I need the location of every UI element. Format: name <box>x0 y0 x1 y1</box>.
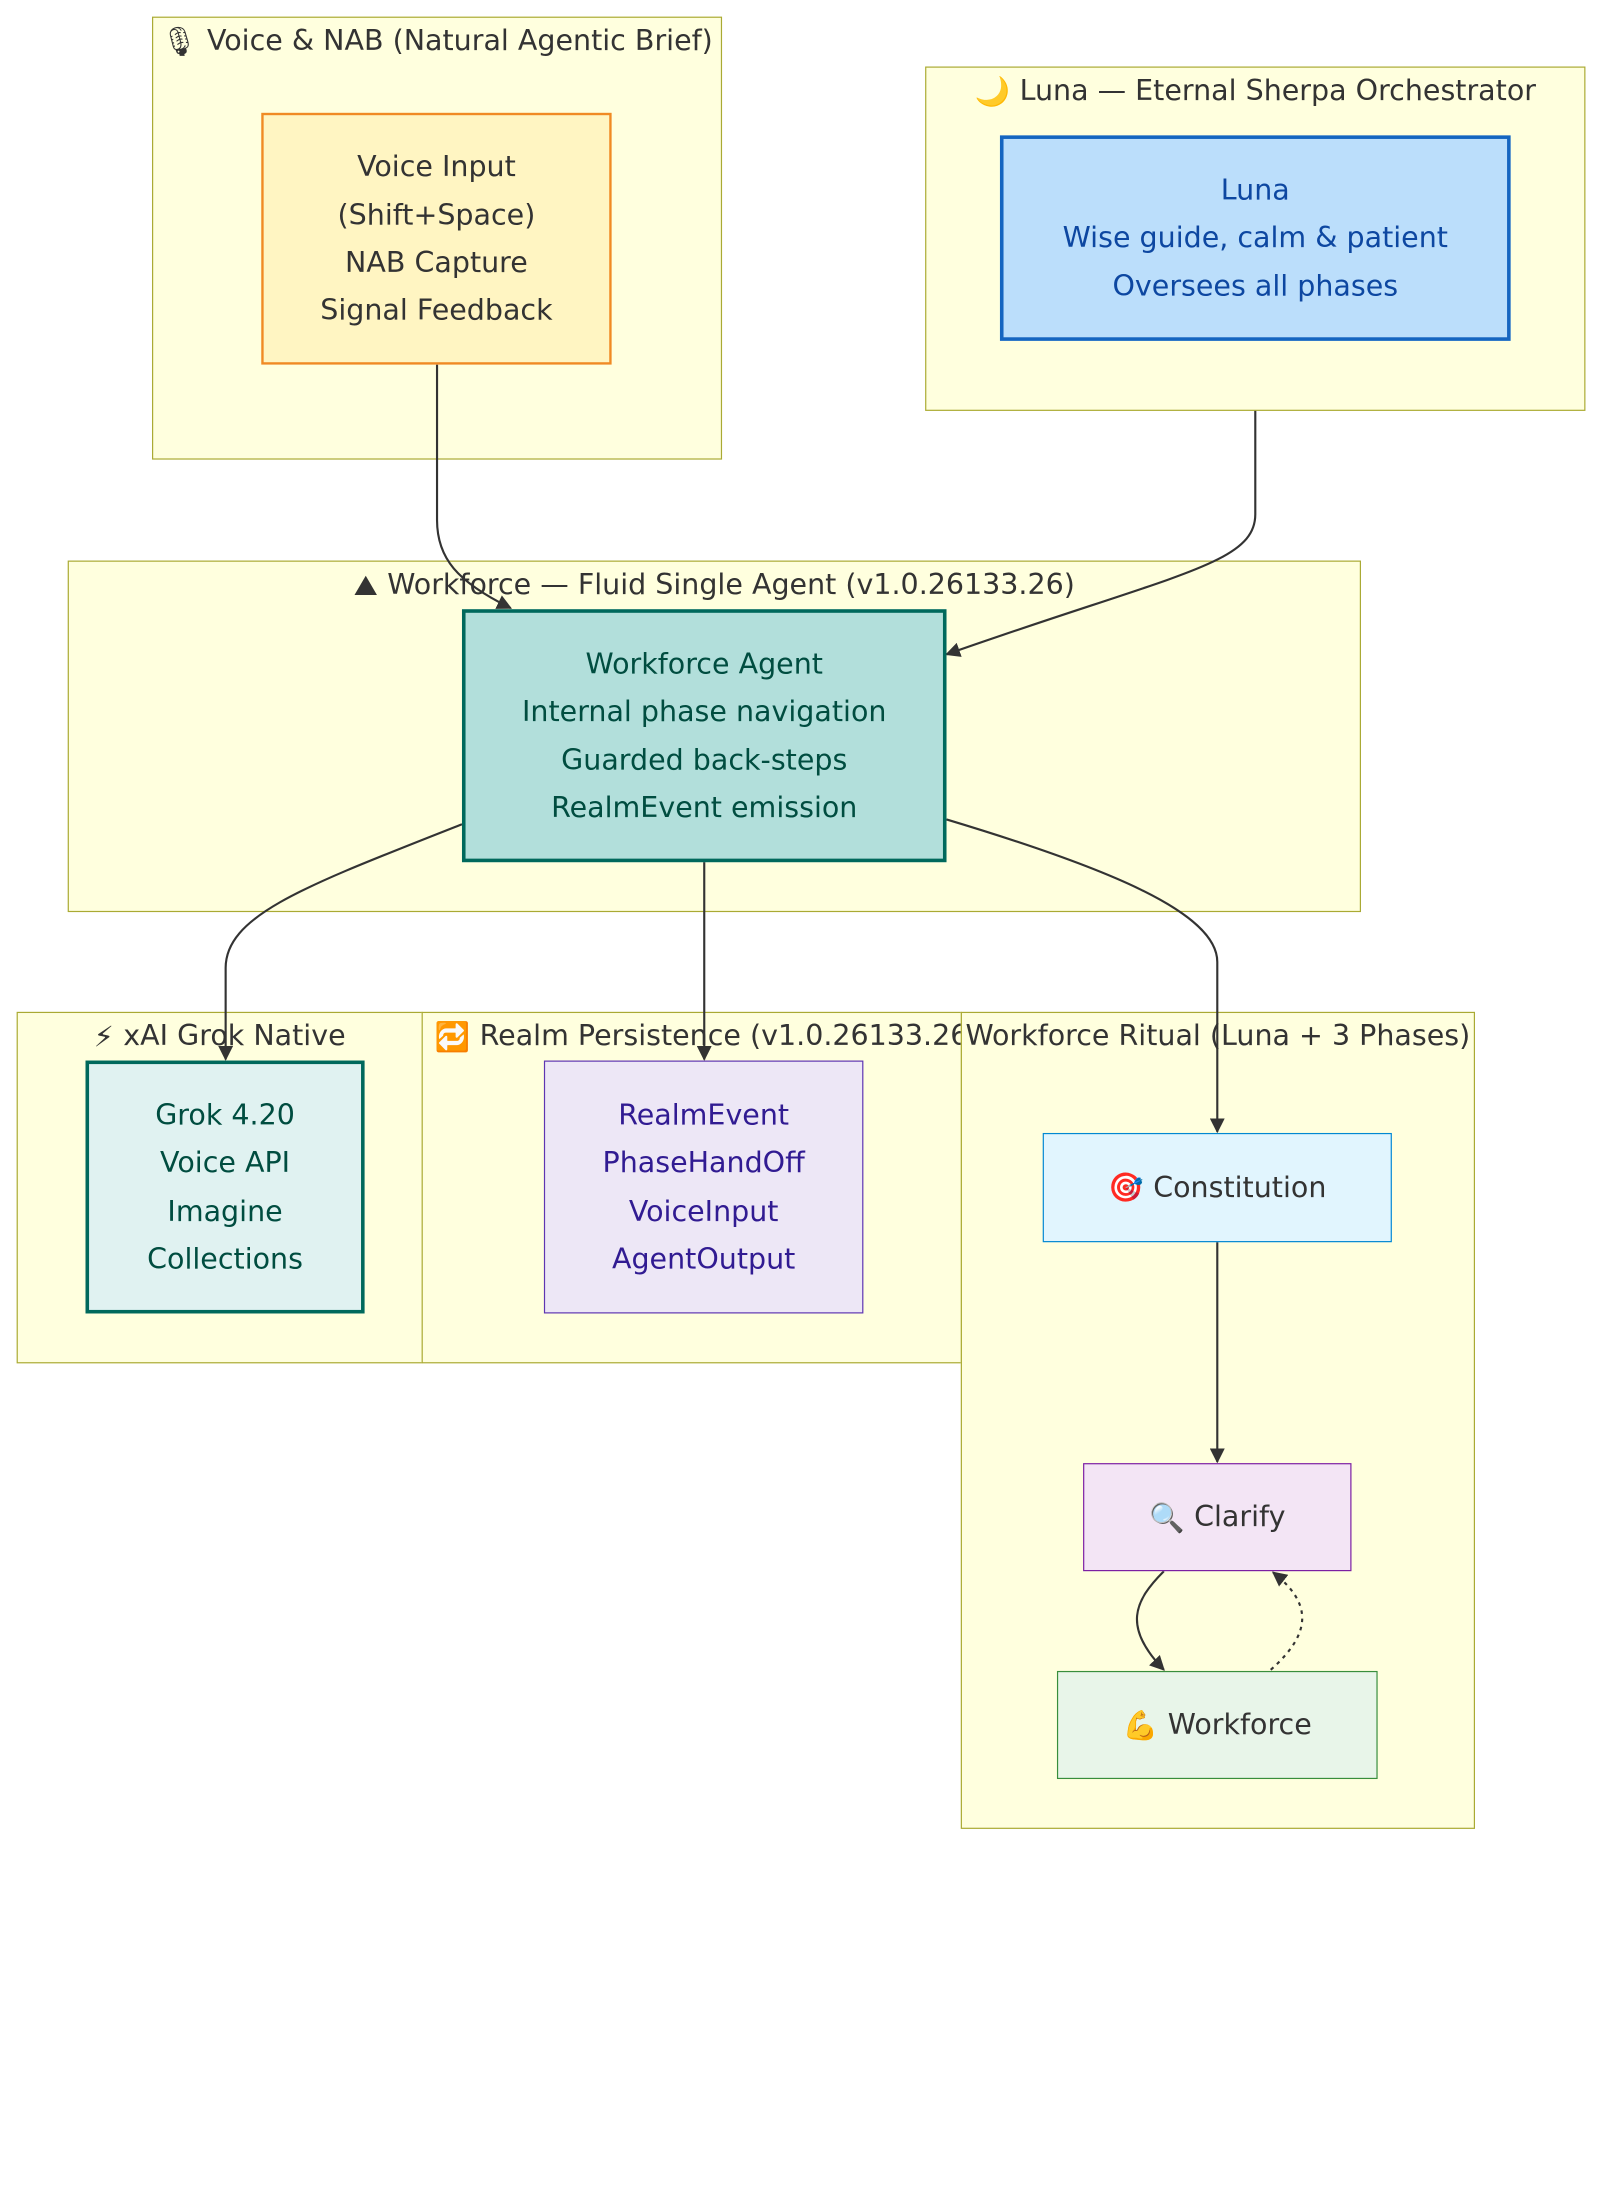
edge-clarify-to-workforce <box>1136 1570 1165 1671</box>
constitution-label: Constitution <box>1153 1170 1327 1204</box>
cluster-voice-nab-label: Voice & NAB (Natural Agentic Brief) <box>206 23 713 58</box>
edge-agent-to-grok <box>218 823 463 1061</box>
cluster-workforce-agent-title: ⛰ Workforce — Fluid Single Agent (v1.0.26… <box>69 566 1360 602</box>
cluster-xai-grok-title: ⚡ xAI Grok Native <box>18 1018 422 1054</box>
imagine-line: Imagine <box>167 1194 283 1228</box>
collections-line: Collections <box>147 1242 303 1276</box>
mountain-icon: ⛰ <box>353 568 378 603</box>
cluster-luna-title: 🌙Luna — Eternal Sherpa Orchestrator <box>926 72 1584 108</box>
crescent-moon-icon: 🌙 <box>974 74 1011 109</box>
voice-input-shortcut-line: (Shift+Space) <box>337 197 536 232</box>
node-realm: RealmEvent PhaseHandOff VoiceInput Agent… <box>543 1060 864 1314</box>
magnifier-icon: 🔍 <box>1149 1500 1185 1534</box>
phasehandoff-line: PhaseHandOff <box>602 1146 805 1180</box>
node-clarify: 🔍 Clarify <box>1083 1463 1352 1572</box>
repeat-icon: 🔁 <box>434 1020 471 1054</box>
lightning-icon: ⚡ <box>93 1020 114 1054</box>
luna-oversees-line: Oversees all phases <box>1112 269 1399 303</box>
edge-workforce-to-clarify <box>1270 1571 1304 1671</box>
edges-layer <box>218 364 1304 1671</box>
cluster-realm-persistence-label: Realm Persistence (v1.0.26133.26 <box>479 1018 962 1053</box>
cluster-xai-grok-label: xAI Grok Native <box>123 1018 346 1053</box>
node-grok: Grok 4.20 Voice API Imagine Collections <box>85 1060 365 1314</box>
grok-version-line: Grok 4.20 <box>155 1098 295 1132</box>
nab-capture-line: NAB Capture <box>345 245 528 280</box>
cluster-voice-nab-title: 🎙Voice & NAB (Natural Agentic Brief) <box>153 23 721 59</box>
node-constitution: 🎯 Constitution <box>1042 1132 1392 1243</box>
cluster-realm-persistence-title: 🔁Realm Persistence (v1.0.26133.26 <box>434 1018 962 1054</box>
voice-input-line: Voice Input <box>357 149 516 184</box>
workforce-phase-label: Workforce <box>1167 1708 1312 1742</box>
edge-luna-to-agent <box>945 410 1257 657</box>
voice-api-line: Voice API <box>160 1146 291 1180</box>
cluster-luna-label: Luna — Eternal Sherpa Orchestrator <box>1019 73 1536 107</box>
phase-navigation-line: Internal phase navigation <box>522 694 887 729</box>
realmevent-line: RealmEvent <box>618 1098 790 1132</box>
guarded-back-steps-line: Guarded back-steps <box>561 742 848 777</box>
cluster-workforce-agent-label: Workforce — Fluid Single Agent (v1.0.261… <box>387 567 1075 601</box>
luna-name-line: Luna <box>1220 173 1290 207</box>
node-workforce-agent: Workforce Agent Internal phase navigatio… <box>461 609 947 863</box>
workforce-agent-name-line: Workforce Agent <box>585 646 823 681</box>
target-icon: 🎯 <box>1108 1170 1144 1205</box>
realmevent-emission-line: RealmEvent emission <box>551 790 858 825</box>
voiceinput-line: VoiceInput <box>628 1194 779 1228</box>
edge-voice-to-agent <box>435 364 513 610</box>
edge-agent-to-constitution <box>946 818 1225 1134</box>
node-workforce-phase: 💪 Workforce <box>1056 1670 1378 1780</box>
node-luna: Luna Wise guide, calm & patient Oversees… <box>999 135 1511 341</box>
luna-role-line: Wise guide, calm & patient <box>1062 221 1448 255</box>
flexed-biceps-icon: 💪 <box>1122 1708 1159 1742</box>
agentoutput-line: AgentOutput <box>611 1242 796 1276</box>
microphone-icon: 🎙 <box>161 24 198 59</box>
signal-feedback-line: Signal Feedback <box>320 293 553 328</box>
clarify-label: Clarify <box>1194 1500 1286 1534</box>
node-voice-input: Voice Input (Shift+Space) NAB Capture Si… <box>261 112 612 365</box>
